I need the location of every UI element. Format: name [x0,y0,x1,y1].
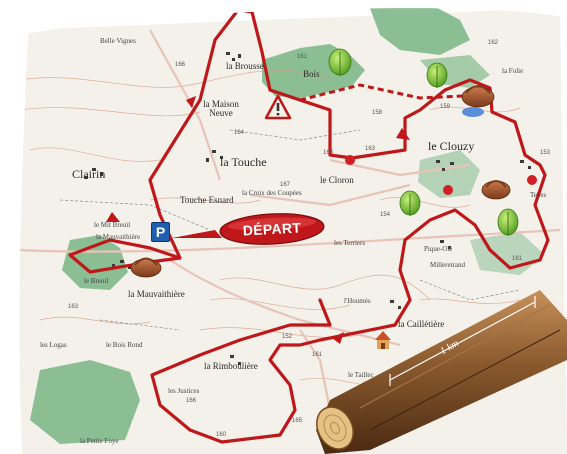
forest-leaf-icons [328,48,519,236]
altitude-label: 161 [312,352,323,358]
place-label: le Bois Rond [106,341,143,349]
parking-icon: P [151,222,170,242]
altitude-label: 154 [380,212,391,218]
altitude-label: 163 [68,304,79,310]
place-label: la Croix des Coupées [242,189,302,197]
altitude-label: 162 [488,40,499,46]
place-label: le Breuil [84,277,109,285]
place-label: la Mauvaithière [96,233,141,241]
altitude-label: 163 [323,150,334,156]
altitude-label: 159 [440,104,451,110]
place-label: les Justices [168,387,200,395]
pond [462,107,484,117]
altitude-label: 161 [512,256,523,262]
place-label: la Folie [502,67,524,75]
place-label: le Cloron [320,175,354,185]
scale-log [316,290,567,454]
altitude-label: 165 [292,418,303,424]
place-label: la Brousse [226,61,264,71]
altitude-label: 161 [297,54,308,60]
place-label: l'Houmès [344,297,371,305]
place-label: la Maison Neuve [203,99,239,118]
place-label: Clairin [72,167,106,181]
basket-icons [130,85,511,278]
place-label: la Petite Foye [80,437,119,445]
place-label: les Logas [40,341,67,349]
altitude-label: 166 [175,62,186,68]
hiking-route [68,8,550,444]
route-direction-arrows [106,96,410,344]
altitude-label: 167 [280,182,291,188]
depart-marker [172,213,325,245]
place-label: Belle Vignes [100,37,136,45]
house-icon [375,331,391,349]
place-label: Milleretrand [430,261,465,269]
place-label: Tebes [530,191,547,199]
depart-label: DÉPART [242,219,302,239]
place-label: Pique-Ole [424,245,453,253]
vignette-top [0,0,567,40]
place-label: la Mauvaithière [128,289,185,299]
place-label: la Touche [220,155,267,169]
altitude-label: 152 [282,334,293,340]
contour-lines [19,69,521,388]
altitude-label: 160 [216,432,227,438]
roads [19,29,561,411]
altitude-label: 153 [540,150,551,156]
poi-markers [345,155,537,195]
vignette-left [0,0,30,454]
altitude-label: 163 [365,146,376,152]
altitude-label: 164 [234,130,245,136]
place-label: la Rimboulière [204,361,258,371]
altitude-label: 166 [186,398,197,404]
paths [59,129,521,331]
place-label: le Mit Breuil [94,221,131,229]
place-label: le Clouzy [428,139,475,153]
route-dashed-east [299,83,463,102]
place-label: les Terriers [334,239,366,247]
village-buildings [84,52,531,365]
place-label: le Taillec [348,371,374,379]
place-label: Touche Esnard [180,195,234,205]
warning-icon [264,94,292,120]
place-label: la Caillétière [398,319,445,329]
forest-areas [30,4,545,444]
altitude-label: 158 [372,110,383,116]
place-label: Bois [303,69,320,79]
